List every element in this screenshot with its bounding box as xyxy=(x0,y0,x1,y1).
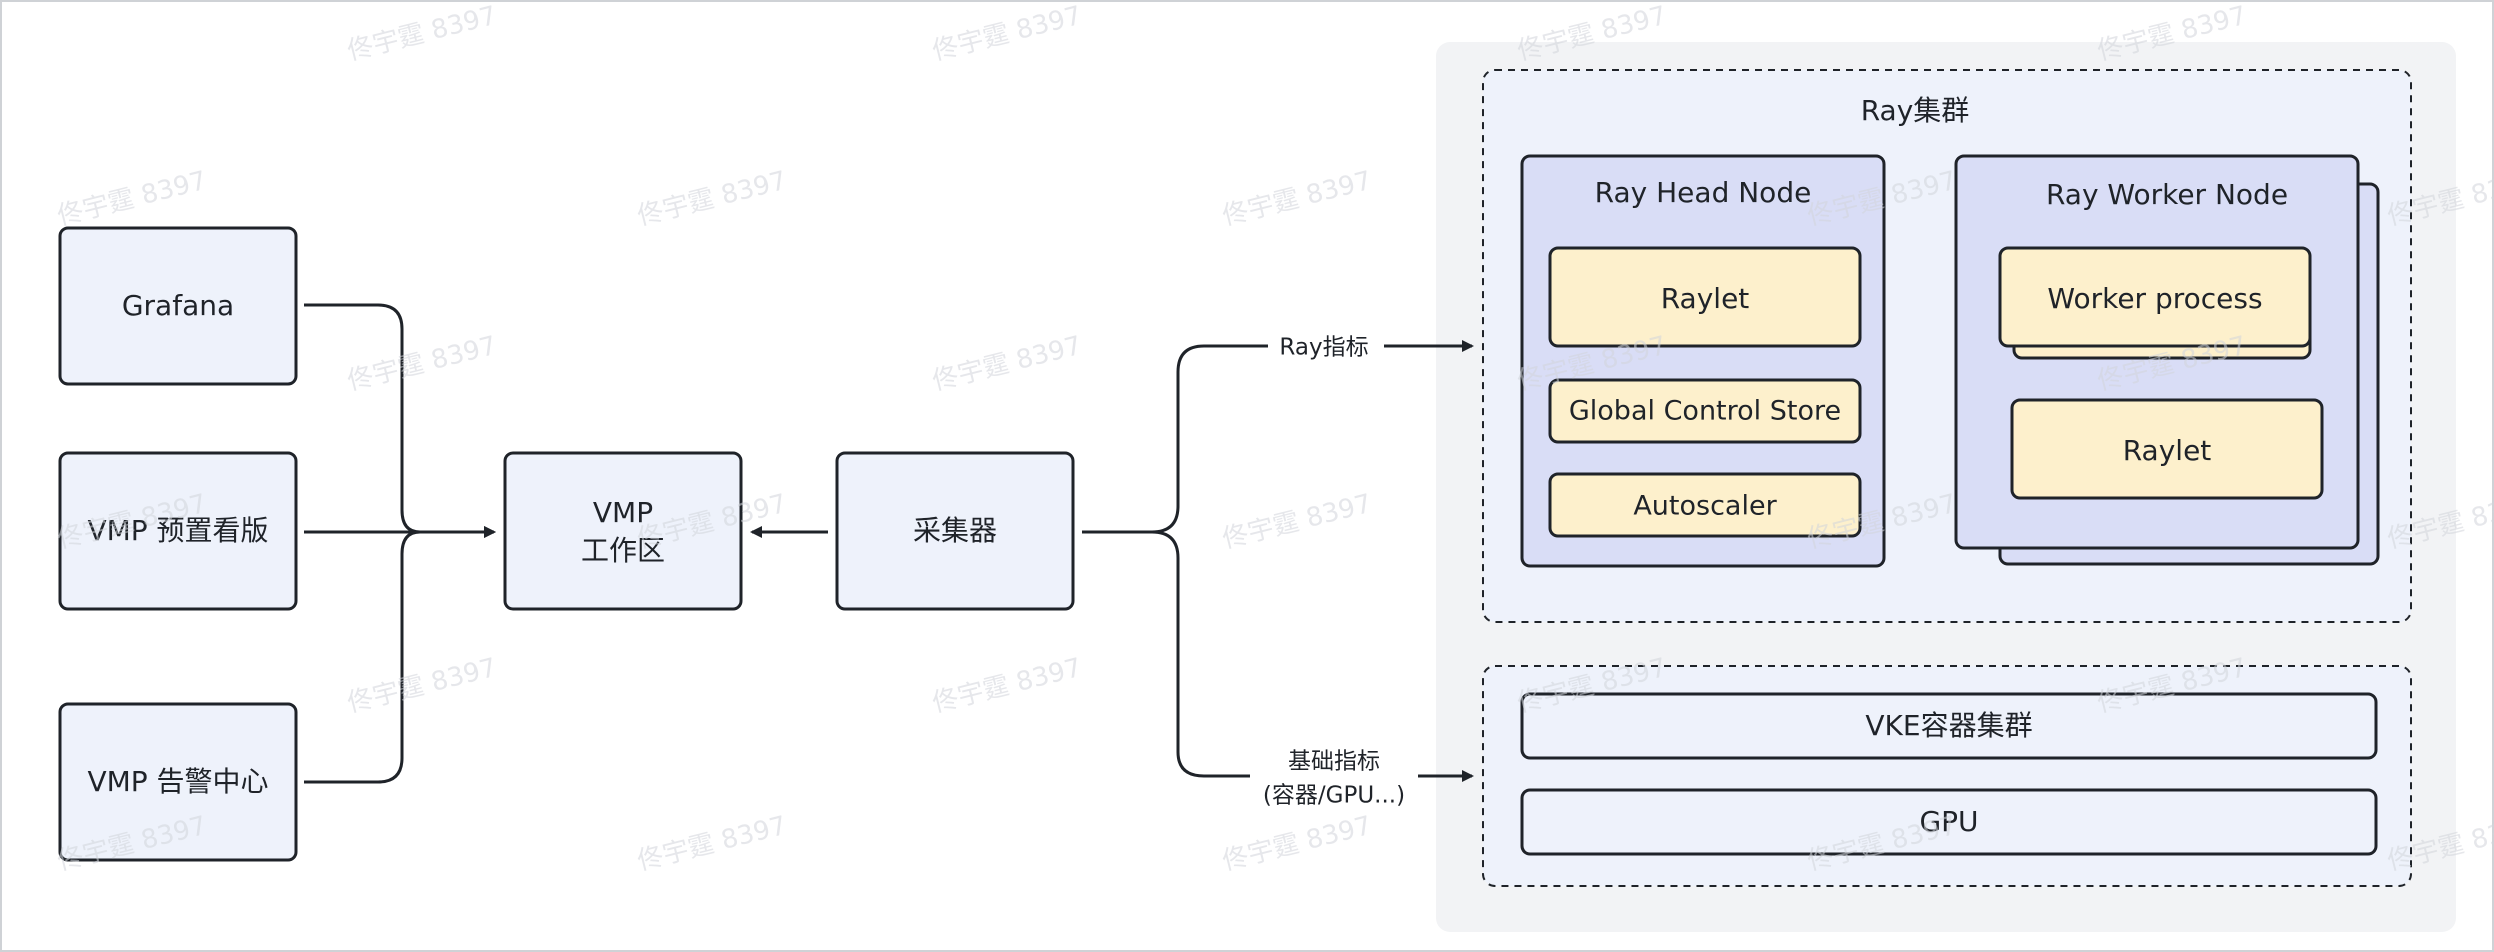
global-control-store-label: Global Control Store xyxy=(1569,396,1841,427)
vke-cluster-label: VKE容器集群 xyxy=(1865,709,2032,742)
worker-raylet xyxy=(2010,398,2324,500)
grafana-label: Grafana xyxy=(122,289,234,322)
worker-process xyxy=(1998,246,2312,348)
head-raylet xyxy=(1548,246,1862,348)
head-raylet-label: Raylet xyxy=(1661,282,1750,315)
grafana-box xyxy=(58,226,298,386)
vmp-dashboard-label: VMP 预置看版 xyxy=(87,514,268,547)
autoscaler-label: Autoscaler xyxy=(1633,491,1777,522)
vmp-alert-box xyxy=(58,702,298,862)
edge-label-base-metrics-2: (容器/GPU...) xyxy=(1263,783,1405,809)
gpu-label: GPU xyxy=(1919,805,1978,838)
worker-raylet-label: Raylet xyxy=(2123,434,2212,467)
vmp-alert-label: VMP 告警中心 xyxy=(87,765,268,798)
collector-label: 采集器 xyxy=(913,514,997,547)
ray-cluster-title: Ray集群 xyxy=(1861,94,1970,127)
edge-label-ray-metrics: Ray指标 xyxy=(1279,335,1368,361)
connector-collector-infra-a xyxy=(1151,530,1250,778)
vmp-workspace-line1: VMP xyxy=(593,496,653,529)
worker-process-label: Worker process xyxy=(2047,282,2262,315)
gpu-box xyxy=(1520,788,2378,856)
vmp-workspace-line2: 工作区 xyxy=(581,534,665,567)
connector-collector-ray-a xyxy=(1082,344,1268,534)
vke-cluster xyxy=(1520,692,2378,760)
collector-box xyxy=(835,451,1075,611)
ray-worker-node-title: Ray Worker Node xyxy=(2046,178,2288,211)
connector-alert xyxy=(304,530,421,784)
global-control-store xyxy=(1548,378,1862,444)
autoscaler xyxy=(1548,472,1862,538)
vmp-dashboard-box xyxy=(58,451,298,611)
ray-head-node-title: Ray Head Node xyxy=(1595,176,1812,209)
vmp-workspace-box xyxy=(503,451,743,611)
edge-label-base-metrics-1: 基础指标 xyxy=(1288,749,1380,775)
